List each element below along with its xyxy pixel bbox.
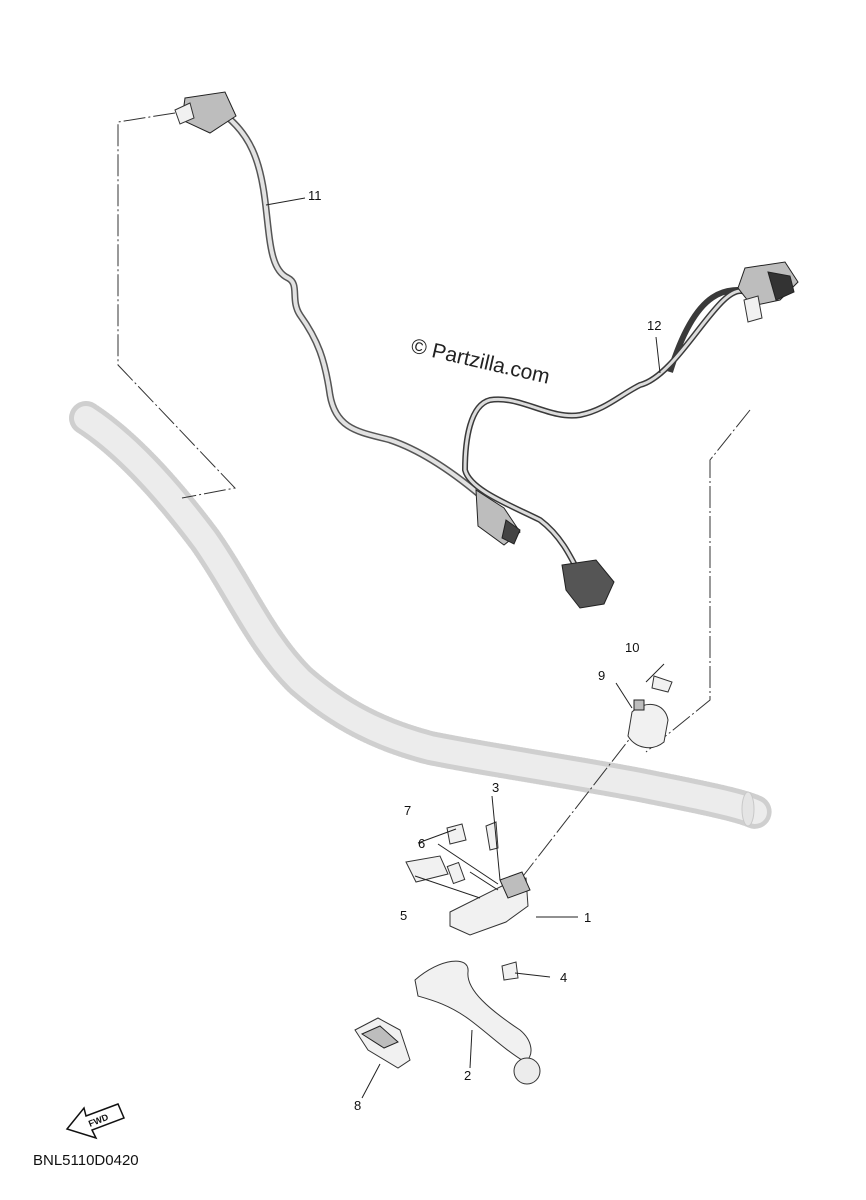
callout-10: 10 [625, 640, 639, 655]
callout-11: 11 [308, 188, 322, 203]
callout-1: 1 [584, 910, 591, 925]
callout-9: 9 [598, 668, 605, 683]
callout-3: 3 [492, 780, 499, 795]
callouts: 1 2 3 4 5 6 7 8 9 10 11 12 [308, 188, 661, 1113]
lever-cover [354, 1017, 411, 1069]
left-switch-cable [174, 91, 521, 546]
callout-2: 2 [464, 1068, 471, 1083]
callout-5: 5 [400, 908, 407, 923]
callout-4: 4 [560, 970, 567, 985]
assembly-lines [117, 112, 751, 881]
diagram-code: BNL5110D0420 [33, 1152, 139, 1169]
callout-12: 12 [647, 318, 661, 333]
clamp-and-bolt [627, 675, 673, 749]
leader-lines [265, 197, 665, 1099]
right-switch-cable [461, 261, 799, 609]
forward-arrow-icon: FWD [65, 1103, 125, 1140]
callout-8: 8 [354, 1098, 361, 1113]
clutch-lever [414, 960, 541, 1085]
callout-6: 6 [418, 836, 425, 851]
callout-7: 7 [404, 803, 411, 818]
handlebar [69, 401, 772, 829]
watermark: © Partzilla.com [409, 334, 552, 388]
